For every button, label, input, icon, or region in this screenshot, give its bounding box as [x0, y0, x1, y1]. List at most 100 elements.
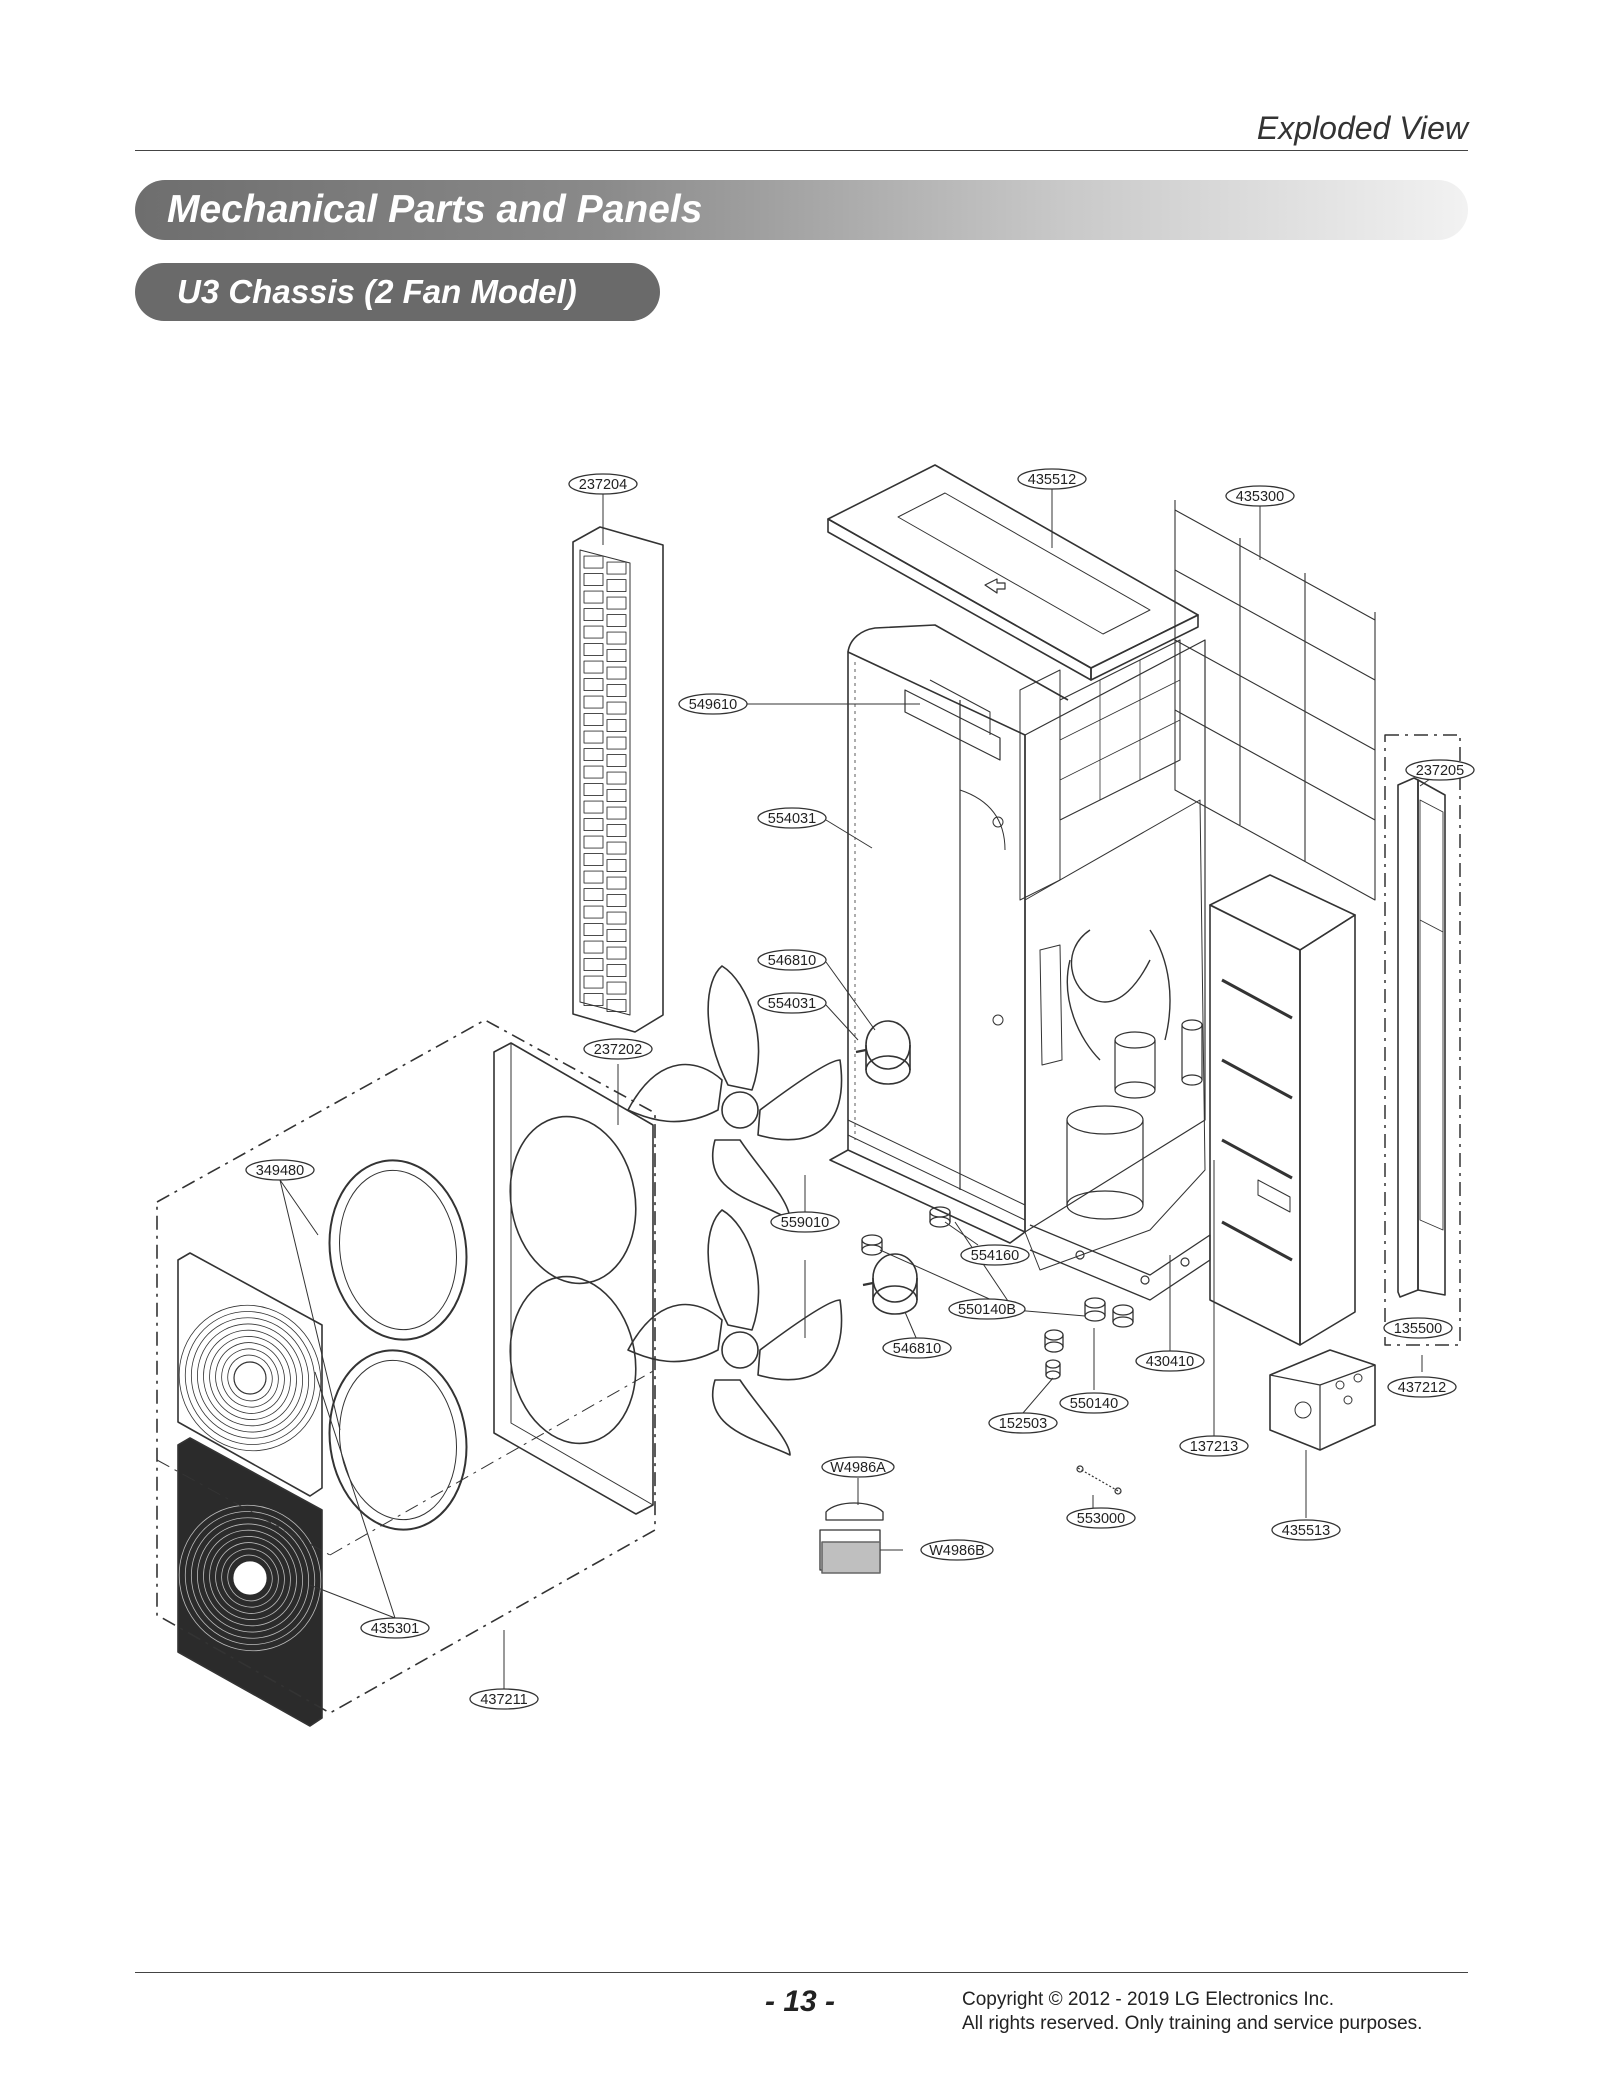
callout-oval — [1135, 1350, 1205, 1372]
callout-W4986A: W4986A — [821, 1456, 895, 1478]
grille-slat — [583, 958, 604, 971]
grille-slat — [606, 614, 627, 627]
callout-435513: 435513 — [1271, 1519, 1341, 1541]
callout-550140B: 550140B — [948, 1298, 1026, 1320]
guard-ring — [184, 1311, 316, 1445]
callout-oval — [469, 1688, 539, 1710]
grille-slat — [583, 748, 604, 761]
front-right-panel — [1209, 874, 1356, 1346]
grille-slat — [583, 555, 604, 569]
grille-slat — [606, 789, 627, 802]
grille-slat — [583, 730, 604, 744]
grille-slat — [606, 649, 627, 662]
guard-ring — [197, 1323, 303, 1433]
grille-slat — [583, 923, 604, 936]
grille-slat — [606, 806, 627, 820]
propeller-fan-lower — [627, 1209, 843, 1456]
guard-ring — [221, 1348, 279, 1408]
grille-slat — [583, 940, 604, 954]
guard-ring — [215, 1542, 285, 1614]
grille-slat — [606, 701, 627, 715]
grille-slat — [583, 835, 604, 849]
callout-554031: 554031 — [757, 807, 827, 829]
callout-oval — [245, 1159, 315, 1181]
guard-ring — [209, 1336, 291, 1420]
callout-label: 554031 — [768, 811, 816, 827]
guard-ring — [178, 1304, 322, 1452]
grille-slat — [606, 946, 627, 960]
small-parts-rubber-feet — [861, 1206, 1134, 1380]
callout-oval — [1383, 1317, 1453, 1339]
callout-label: 435512 — [1028, 472, 1076, 488]
guard-ring — [227, 1554, 273, 1602]
callout-237204: 237204 — [568, 473, 638, 495]
side-grille-panel-left — [572, 526, 664, 1033]
callout-435301: 435301 — [360, 1617, 430, 1639]
grille-slat — [606, 859, 627, 872]
callout-label: 550140B — [958, 1302, 1016, 1318]
fan-orifice-rings — [328, 1159, 468, 1531]
guard-ring — [184, 1511, 316, 1645]
callout-553000: 553000 — [1066, 1507, 1136, 1529]
callout-435512: 435512 — [1017, 468, 1087, 490]
accessory-kit — [819, 1502, 884, 1574]
callout-554160: 554160 — [960, 1244, 1030, 1266]
grille-slat — [606, 596, 627, 610]
callout-label: 549610 — [689, 697, 737, 713]
footer-divider — [135, 1972, 1468, 1973]
callout-label: W4986B — [929, 1543, 985, 1559]
callout-oval — [948, 1298, 1026, 1320]
callout-label: 554031 — [768, 996, 816, 1012]
grille-slat — [583, 818, 604, 831]
callout-W4986B: W4986B — [920, 1539, 994, 1561]
grille-slat — [583, 643, 604, 656]
callout-135500: 135500 — [1383, 1317, 1453, 1339]
callout-oval — [920, 1539, 994, 1561]
callout-554031: 554031 — [757, 992, 827, 1014]
temperature-sensor — [1076, 1465, 1122, 1495]
callout-oval — [757, 807, 827, 829]
grille-slat — [606, 929, 627, 942]
grille-slat — [583, 660, 604, 674]
header-divider — [135, 150, 1468, 151]
callout-349480: 349480 — [245, 1159, 315, 1181]
callout-430410: 430410 — [1135, 1350, 1205, 1372]
grille-slat — [606, 894, 627, 907]
callout-237202: 237202 — [583, 1038, 653, 1060]
grille-slat — [583, 695, 604, 709]
grille-slat — [606, 684, 627, 697]
grille-slat — [606, 631, 627, 645]
main-heading-banner: Mechanical Parts and Panels — [135, 180, 1468, 240]
callout-label: 237205 — [1416, 763, 1464, 779]
guard-ring — [190, 1517, 310, 1639]
rear-wire-guard — [1174, 500, 1376, 901]
callout-label: 435301 — [371, 1621, 419, 1637]
callout-559010: 559010 — [770, 1211, 840, 1233]
callout-152503: 152503 — [988, 1412, 1058, 1434]
grille-slat — [606, 579, 627, 592]
grille-slat — [606, 754, 627, 767]
guard-ring — [203, 1529, 297, 1627]
callout-label: 437211 — [480, 1692, 527, 1708]
copyright-notice: Copyright © 2012 - 2019 LG Electronics I… — [962, 1988, 1422, 2036]
grille-slat — [583, 625, 604, 639]
grille-slat — [606, 911, 627, 925]
front-fan-frame-panel — [493, 1042, 654, 1515]
grille-slat — [583, 993, 604, 1006]
copyright-line-1: Copyright © 2012 - 2019 LG Electronics I… — [962, 1989, 1335, 2010]
callout-label: 559010 — [781, 1215, 829, 1231]
page-number: - 13 - — [765, 1985, 836, 2018]
grille-slat — [606, 841, 627, 855]
callout-label: 152503 — [999, 1416, 1047, 1432]
grille-slat — [583, 713, 604, 726]
grille-slat — [583, 765, 604, 779]
guard-ring — [227, 1354, 273, 1402]
guard-ring — [215, 1342, 285, 1414]
callout-label: 437212 — [1398, 1380, 1446, 1396]
callout-oval — [583, 1038, 653, 1060]
callout-label: 349480 — [256, 1163, 304, 1179]
compressor-assembly — [1024, 799, 1211, 1301]
callout-oval — [1066, 1507, 1136, 1529]
callout-label: 550140 — [1070, 1396, 1118, 1412]
grille-slat — [606, 561, 627, 575]
